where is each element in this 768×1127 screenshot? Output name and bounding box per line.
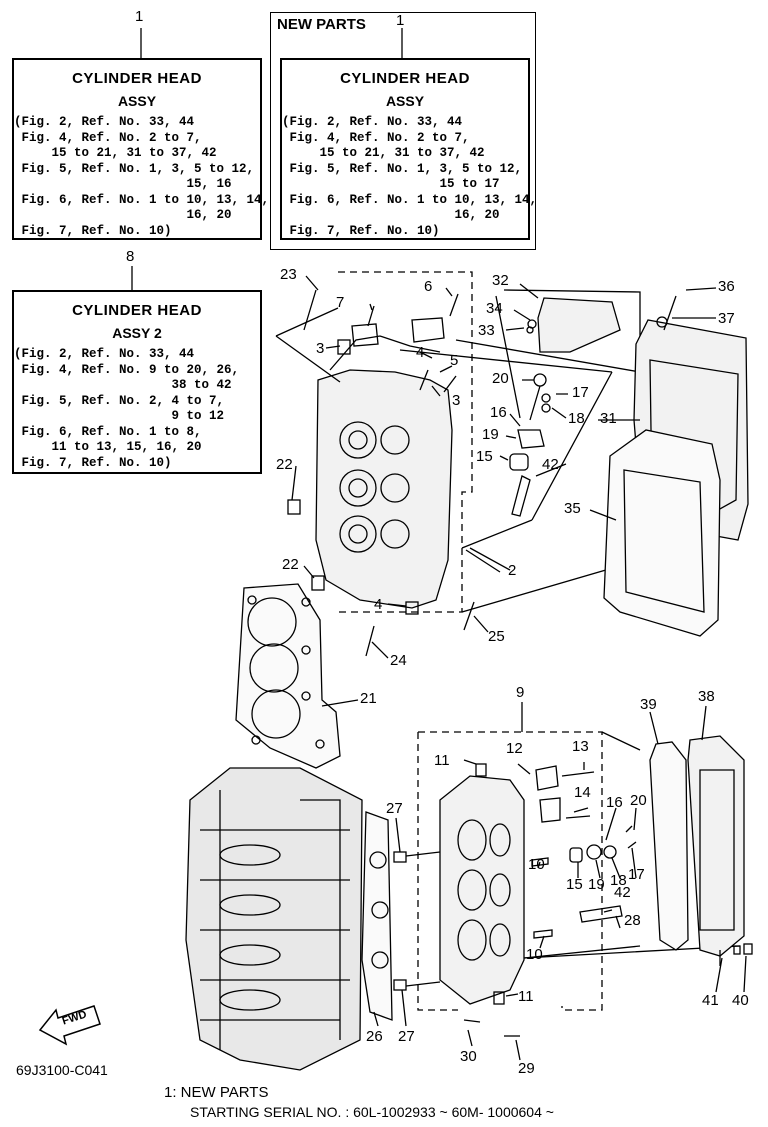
- box1-references: (Fig. 2, Ref. No. 33, 44 Fig. 4, Ref. No…: [14, 115, 270, 238]
- callout-36: 36: [718, 278, 735, 295]
- new-parts-label: NEW PARTS: [277, 16, 366, 33]
- callout-41: 41: [702, 992, 719, 1009]
- callout-11-upper: 11: [434, 752, 450, 769]
- callout-9: 9: [516, 684, 525, 701]
- callout-20-upper: 20: [492, 370, 509, 387]
- new-box-title: CYLINDER HEAD: [340, 70, 470, 87]
- callout-27-upper: 27: [386, 800, 403, 817]
- callout-30: 30: [460, 1048, 477, 1065]
- fwd-arrow-icon: [38, 1005, 101, 1046]
- callout-3-right: 3: [452, 392, 461, 409]
- new-cylinder-head-assy-box: CYLINDER HEAD ASSY (Fig. 2, Ref. No. 33,…: [280, 58, 538, 240]
- callout-7: 7: [336, 294, 345, 311]
- callout-14: 14: [574, 784, 591, 801]
- cylinder-head-assy-box: CYLINDER HEAD ASSY (Fig. 2, Ref. No. 33,…: [12, 58, 270, 240]
- new-box-subtitle: ASSY: [385, 93, 425, 109]
- callout-25: 25: [488, 628, 505, 645]
- callout-13: 13: [572, 738, 589, 755]
- callout-40: 40: [732, 992, 749, 1009]
- callout-32: 32: [492, 272, 509, 289]
- callout-12: 12: [506, 740, 523, 757]
- callout-15-upper: 15: [476, 448, 493, 465]
- callout-42-upper: 42: [542, 456, 559, 473]
- callout-16-lower: 16: [606, 794, 623, 811]
- callout-27-lower: 27: [398, 1028, 415, 1045]
- new-box-references: (Fig. 2, Ref. No. 33, 44 Fig. 4, Ref. No…: [282, 115, 538, 238]
- box8-subtitle: ASSY 2: [112, 325, 162, 341]
- callout-29: 29: [518, 1060, 535, 1077]
- new-parts-frame: [270, 12, 536, 250]
- cylinder-head-assy2-box: CYLINDER HEAD ASSY 2 (Fig. 2, Ref. No. 3…: [12, 290, 262, 474]
- callout-42-lower: 42: [614, 884, 631, 901]
- callout-34: 34: [486, 300, 503, 317]
- callout-4-lower: 4: [374, 596, 383, 613]
- callout-23: 23: [280, 266, 297, 283]
- callout-39: 39: [640, 696, 657, 713]
- callout-10-lower: 10: [526, 946, 543, 963]
- footer-serial-numbers: STARTING SERIAL NO. : 60L-1002933 ~ 60M-…: [190, 1104, 554, 1120]
- box1-ref-number: 1: [135, 8, 144, 25]
- callout-19-lower: 19: [588, 876, 605, 893]
- callout-24: 24: [390, 652, 407, 669]
- callout-4-upper: 4: [416, 344, 425, 361]
- callout-16-upper: 16: [490, 404, 507, 421]
- callout-2: 2: [508, 562, 517, 579]
- callout-5: 5: [450, 352, 459, 369]
- box8-title: CYLINDER HEAD: [72, 302, 202, 319]
- callout-33: 33: [478, 322, 495, 339]
- callout-10-upper: 10: [528, 856, 545, 873]
- callout-37: 37: [718, 310, 735, 327]
- callout-19-upper: 19: [482, 426, 499, 443]
- callout-6: 6: [424, 278, 433, 295]
- callout-22-lower: 22: [282, 556, 299, 573]
- callout-3-upper: 3: [316, 340, 325, 357]
- callout-15-lower: 15: [566, 876, 583, 893]
- callout-18-upper: 18: [568, 410, 585, 427]
- callout-22-upper: 22: [276, 456, 293, 473]
- figure-code: 69J3100-C041: [16, 1062, 108, 1078]
- box8-ref-number: 8: [126, 248, 135, 265]
- callout-38: 38: [698, 688, 715, 705]
- box1-subtitle: ASSY: [117, 93, 157, 109]
- callout-31: 31: [600, 410, 617, 427]
- footer-new-parts: 1: NEW PARTS: [164, 1084, 269, 1101]
- box1-title: CYLINDER HEAD: [72, 70, 202, 87]
- callout-28: 28: [624, 912, 641, 929]
- new-parts-ref-number: 1: [396, 12, 405, 29]
- callout-18-lower: 18: [610, 872, 627, 889]
- callout-26: 26: [366, 1028, 383, 1045]
- callout-17-lower: 17: [628, 866, 645, 883]
- callout-20-lower: 20: [630, 792, 647, 809]
- callout-21: 21: [360, 690, 377, 707]
- callout-17-upper: 17: [572, 384, 589, 401]
- callout-35: 35: [564, 500, 581, 517]
- callout-11-lower: 11: [518, 988, 534, 1005]
- box8-references: (Fig. 2, Ref. No. 33, 44 Fig. 4, Ref. No…: [14, 347, 240, 470]
